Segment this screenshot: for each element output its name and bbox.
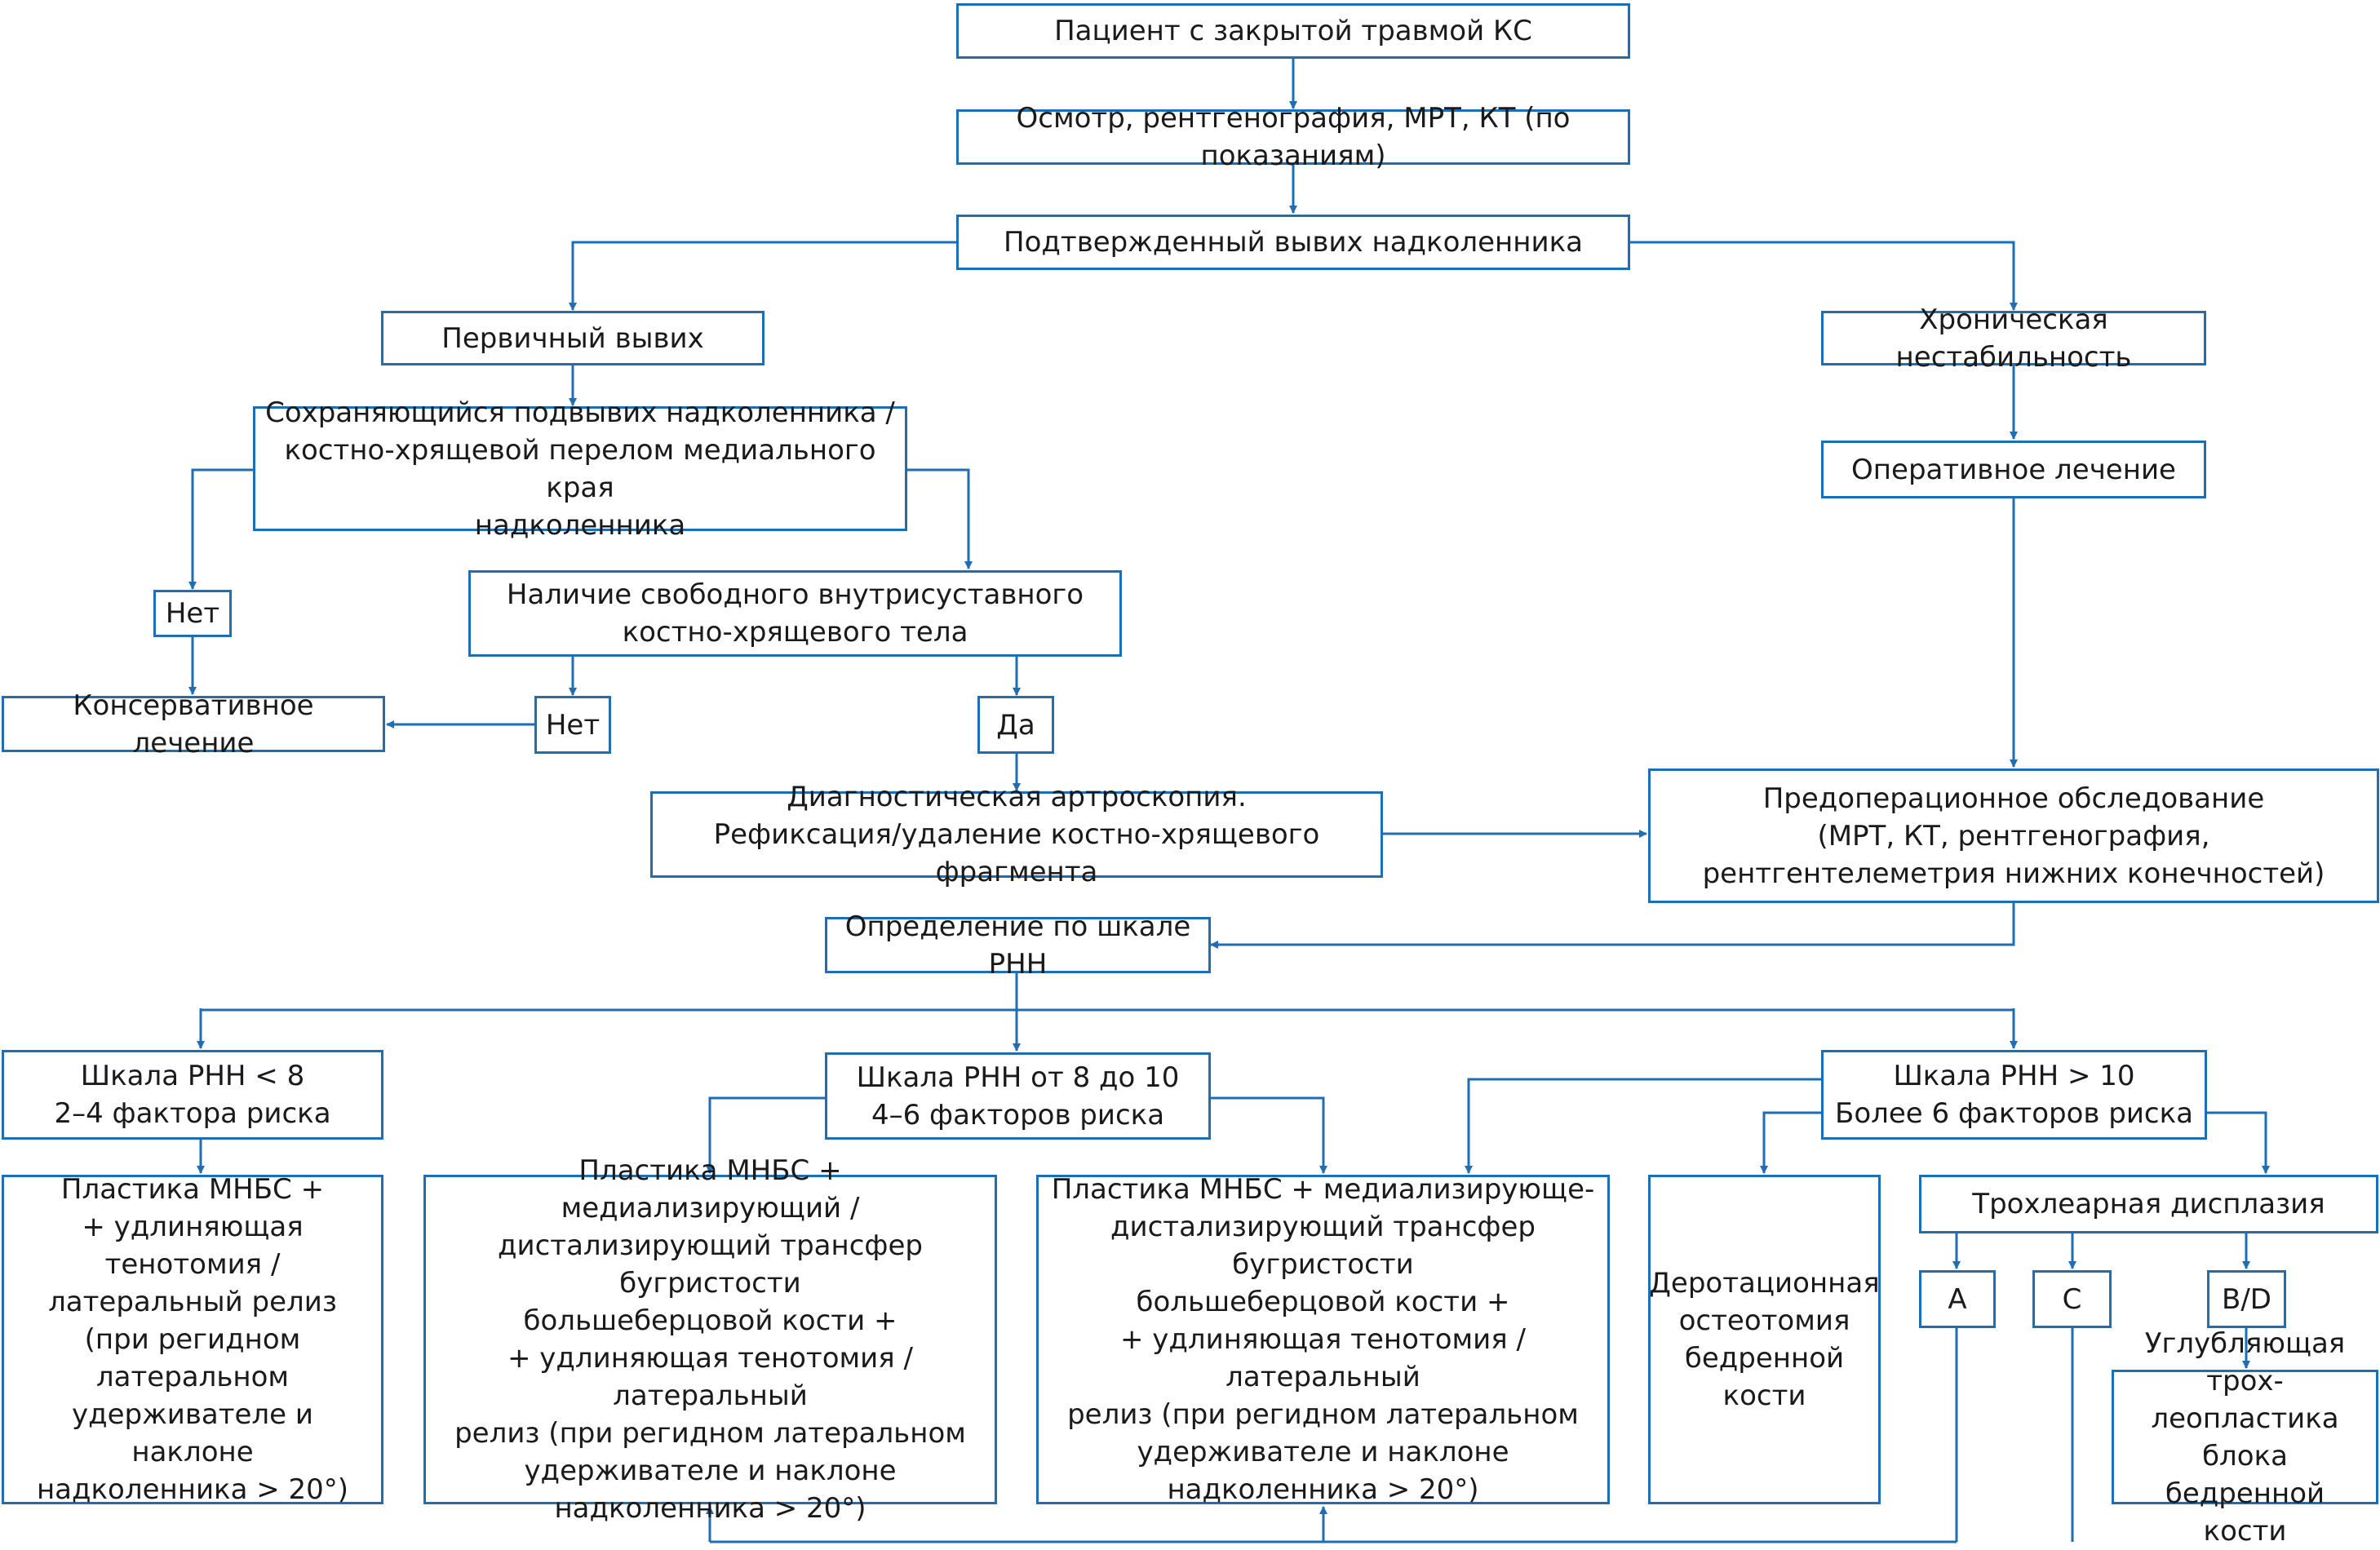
node-scale-high: Шкала PHH > 10 Более 6 факторов риска: [1821, 1050, 2207, 1140]
arrow-mid-plasty-high: [1211, 1096, 1327, 1174]
node-persisting-subluxation: Сохраняющийся подвывих надколенника / ко…: [253, 396, 907, 542]
node-trochlear-dysplasia: Трохлеарная дисплазия: [1919, 1175, 2378, 1233]
node-phh-scale: Определение по шкале PHH: [825, 910, 1211, 981]
node-scale-mid: Шкала PHH от 8 до 10 4–6 факторов риска: [825, 1052, 1211, 1140]
node-operative-treatment: Оперативное лечение: [1821, 441, 2206, 498]
node-loose-body: Наличие свободного внутрисуставного кост…: [468, 570, 1122, 657]
feedback-a-c-line: [710, 1328, 2074, 1543]
node-plasty-high: Пластика МНБС + медиализирующе- дистализ…: [1036, 1173, 1610, 1506]
node-preop-exam: Предоперационное обследование (МРТ, КТ, …: [1648, 768, 2379, 903]
node-scale-low: Шкала PHH < 8 2–4 фактора риска: [2, 1050, 383, 1140]
node-no-2: Нет: [534, 696, 611, 754]
arrow-mid-plasty-mid: [706, 1096, 825, 1174]
arrow-confirmed-chronic: [1630, 241, 2018, 311]
node-type-a: A: [1919, 1270, 1996, 1328]
node-confirmed: Подтвержденный вывих надколенника: [956, 215, 1630, 270]
node-type-c: C: [2032, 1270, 2112, 1328]
node-arthroscopy: Диагностическая артроскопия. Рефиксация/…: [650, 781, 1383, 888]
node-chronic-instability: Хроническая нестабильность: [1821, 303, 2206, 374]
node-deepening-trochleoplasty: Углубляющая трох- леопластика блока бедр…: [2112, 1327, 2378, 1548]
arrow-preop-phh: [1210, 903, 2015, 949]
node-patient: Пациент с закрытой травмой КС: [956, 3, 1630, 59]
arrow-phh-scales: [199, 973, 2015, 1051]
node-derotation-osteotomy: Деротационная остеотомия бедренной кости: [1648, 1175, 1881, 1504]
arrow-high-plasty-high: [1465, 1078, 1821, 1174]
arrow-persisting-no1: [188, 468, 253, 590]
arrow-persisting-loose: [907, 468, 973, 569]
node-type-bd: B/D: [2207, 1270, 2286, 1328]
arrow-high-derotation: [1760, 1111, 1821, 1174]
arrow-high-trochlear: [2207, 1111, 2270, 1174]
arrow-confirmed-primary: [569, 241, 956, 311]
node-conservative-treatment: Консервативное лечение: [2, 689, 385, 760]
node-plasty-mid: Пластика МНБС + медиализирующий / дистал…: [423, 1154, 997, 1525]
node-yes: Да: [977, 696, 1054, 754]
node-plasty-low: Пластика МНБС + + удлиняющая тенотомия /…: [2, 1173, 383, 1506]
node-no-1: Нет: [153, 590, 232, 637]
node-primary-dislocation: Первичный вывих: [381, 311, 765, 365]
node-exam: Осмотр, рентгенография, МРТ, КТ (по пока…: [956, 102, 1630, 172]
